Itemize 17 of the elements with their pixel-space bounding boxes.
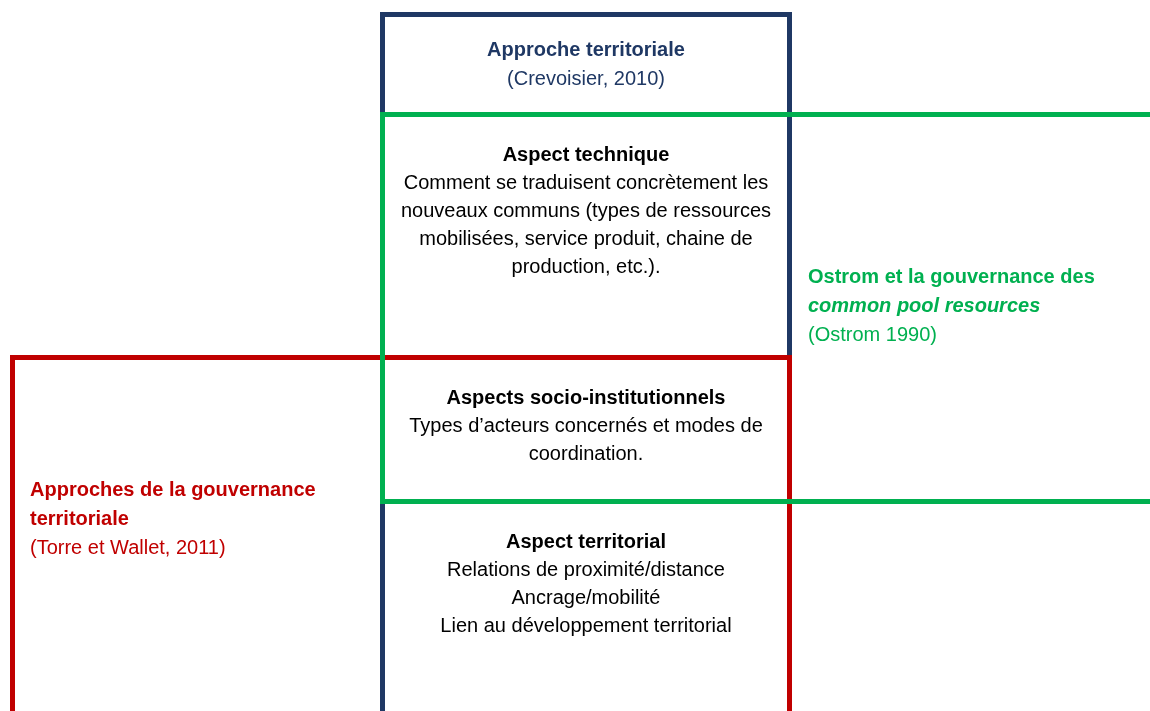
frame-title: Approches de la gouvernance territoriale <box>30 477 317 531</box>
citation: (Torre et Wallet, 2011) <box>30 535 227 560</box>
citation: (Ostrom 1990) <box>808 322 938 347</box>
cell-text: Comment se traduisent concrètement les nouveaux communs (types de ressources mobilisées, service produit, chaine de production, etc.). <box>399 170 773 279</box>
cell-text: Lien au développement territorial <box>439 613 733 638</box>
cell-text: Types d’acteurs concernés et modes de coordination. <box>408 413 764 466</box>
cell-heading: Aspect technique <box>501 142 671 167</box>
cell-heading: Aspect territorial <box>504 529 668 554</box>
frame-title: Approche territoriale <box>486 37 686 62</box>
cell-heading: Aspects socio-institutionnels <box>445 385 727 410</box>
frame-border <box>380 12 792 711</box>
frame-title: Ostrom et la gouvernance des common pool resources <box>808 264 1096 318</box>
cell-text: Ancrage/mobilité <box>510 585 662 610</box>
citation: (Crevoisier, 2010) <box>506 66 666 91</box>
frame-border <box>10 355 792 711</box>
cell-text: Relations de proximité/distance <box>446 557 726 582</box>
frame-border <box>380 112 1150 504</box>
